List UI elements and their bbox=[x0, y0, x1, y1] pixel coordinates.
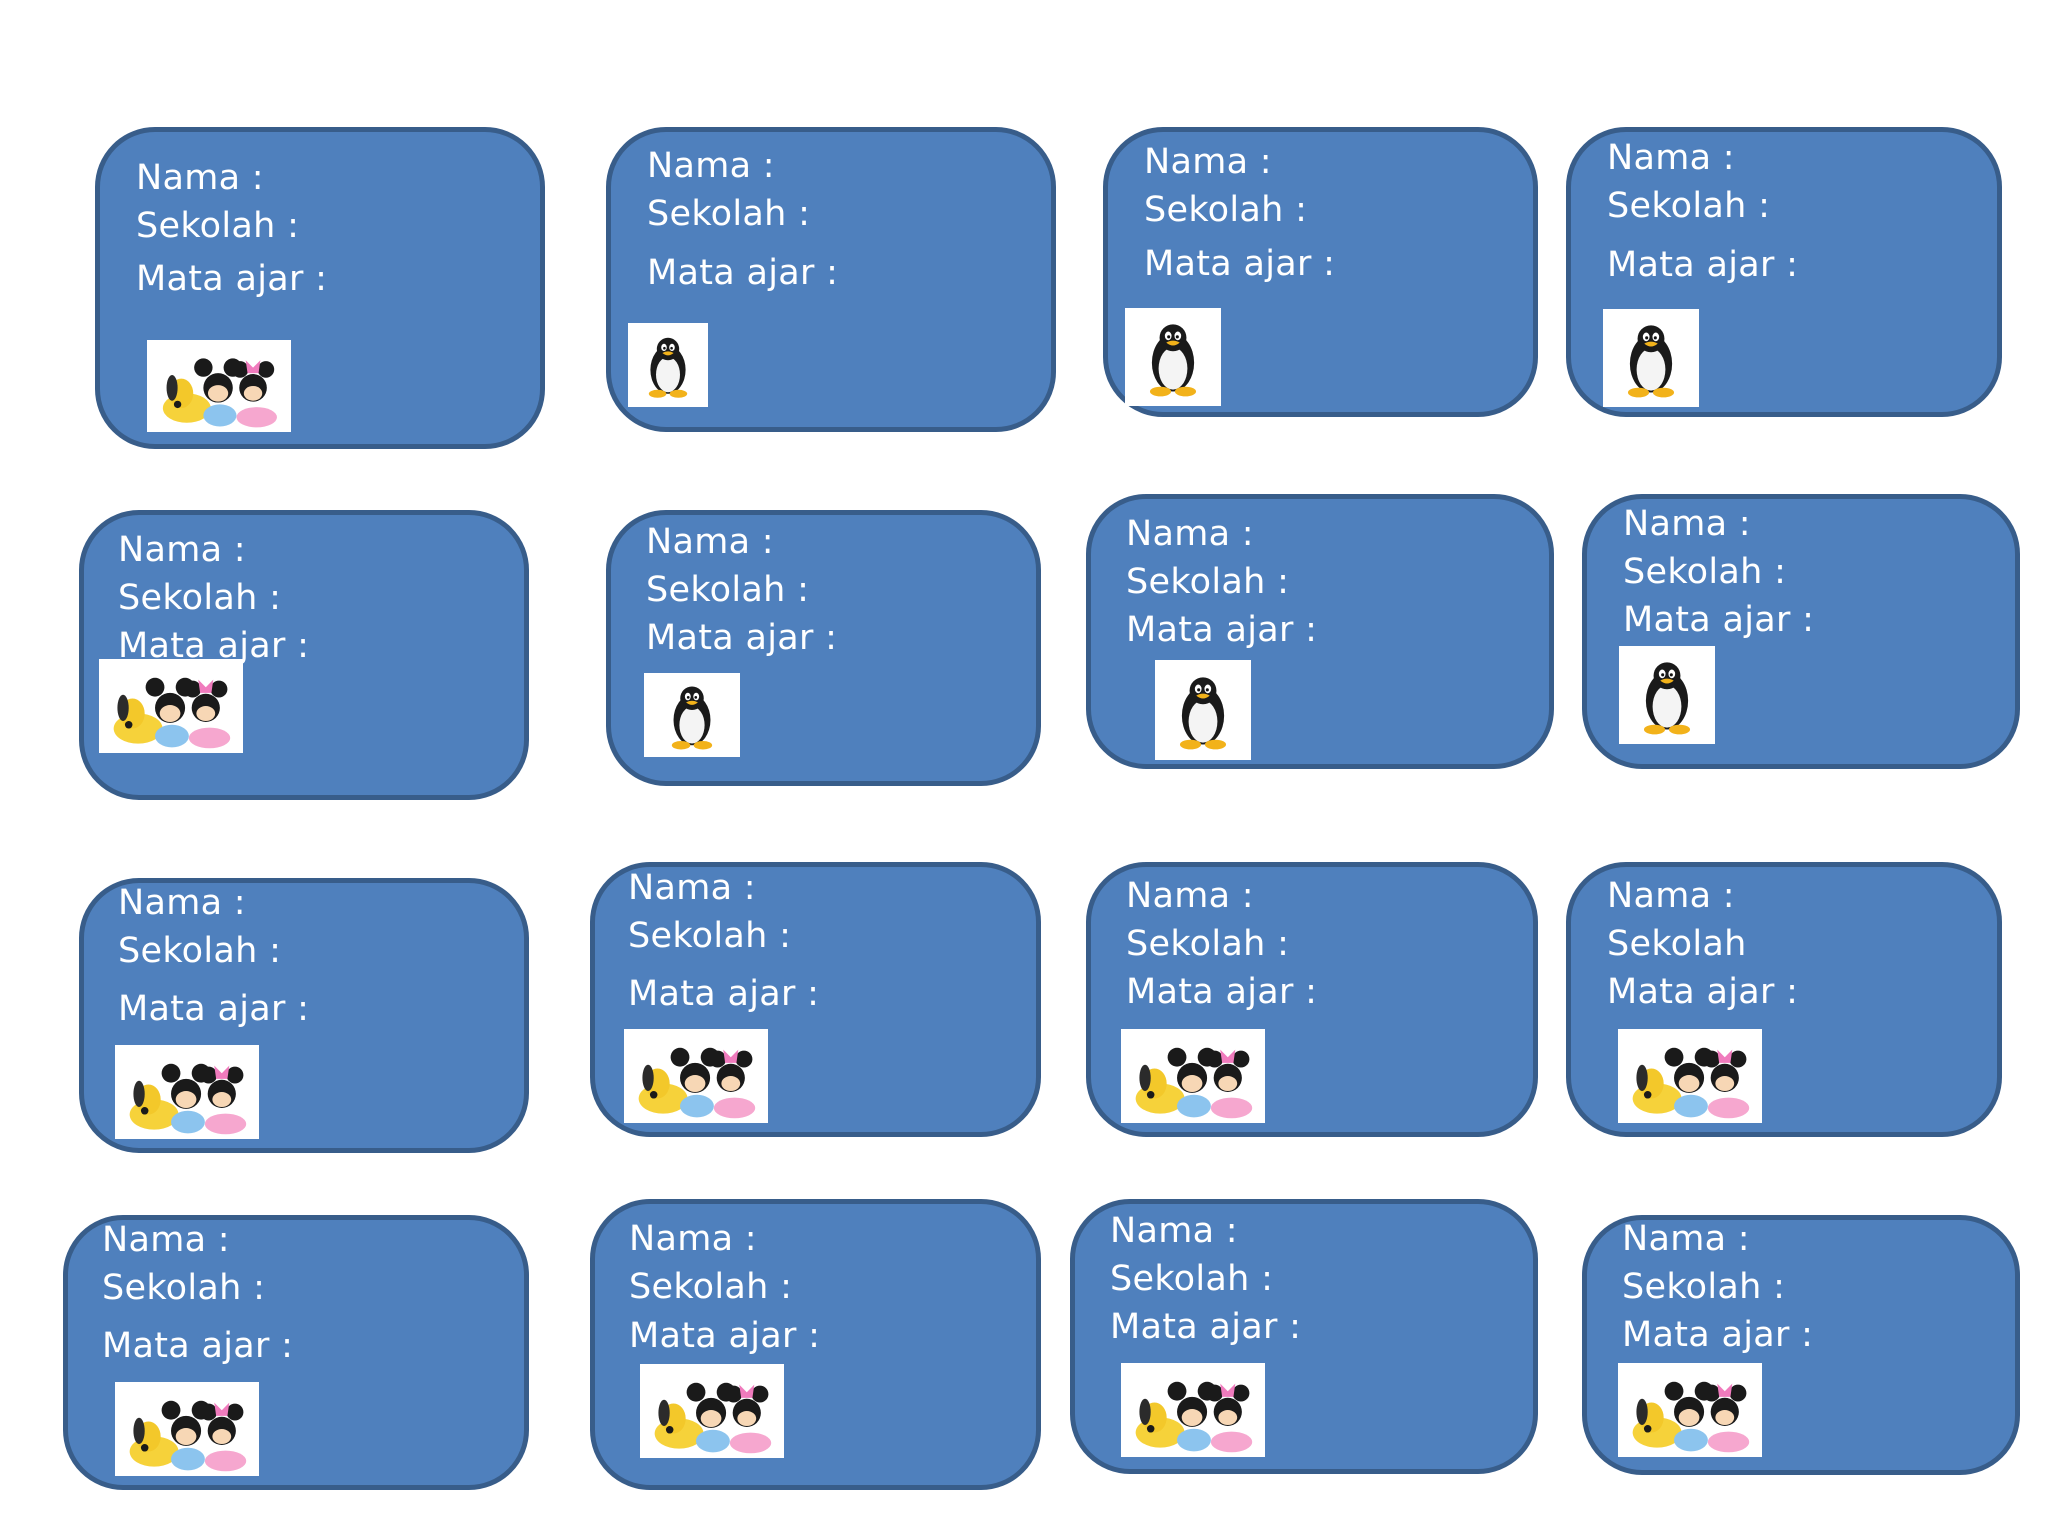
nama-label: Nama : bbox=[629, 1219, 757, 1259]
name-card: Nama : Sekolah : Mata ajar : bbox=[1070, 1199, 1538, 1474]
name-card: Nama : Sekolah : Mata ajar : bbox=[79, 878, 529, 1153]
name-card: Nama : Sekolah : Mata ajar : bbox=[590, 1199, 1041, 1490]
mata-ajar-label: Mata ajar : bbox=[1144, 244, 1336, 284]
cartoon-mice-picture bbox=[1121, 1363, 1265, 1457]
name-card: Nama : Sekolah Mata ajar : bbox=[1566, 862, 2002, 1137]
mata-ajar-label: Mata ajar : bbox=[647, 253, 839, 293]
cartoon-mice-picture bbox=[147, 340, 291, 432]
nama-label: Nama : bbox=[1607, 138, 1735, 178]
name-card: Nama : Sekolah : Mata ajar : bbox=[1086, 494, 1554, 769]
nama-label: Nama : bbox=[1126, 514, 1254, 554]
penguin-picture bbox=[1603, 309, 1699, 407]
nama-label: Nama : bbox=[136, 158, 264, 198]
mata-ajar-label: Mata ajar : bbox=[1607, 972, 1799, 1012]
penguin-picture bbox=[1619, 646, 1715, 744]
sekolah-label: Sekolah : bbox=[1607, 186, 1771, 226]
mata-ajar-label: Mata ajar : bbox=[1126, 610, 1318, 650]
cartoon-mice-picture bbox=[1618, 1029, 1762, 1123]
mata-ajar-label: Mata ajar : bbox=[1110, 1307, 1302, 1347]
sekolah-label: Sekolah : bbox=[646, 570, 810, 610]
sekolah-label: Sekolah : bbox=[1623, 552, 1787, 592]
nama-label: Nama : bbox=[646, 522, 774, 562]
nama-label: Nama : bbox=[102, 1220, 230, 1260]
mata-ajar-label: Mata ajar : bbox=[1623, 600, 1815, 640]
nama-label: Nama : bbox=[647, 146, 775, 186]
name-card: Nama : Sekolah : Mata ajar : bbox=[1566, 127, 2002, 417]
sekolah-label: Sekolah : bbox=[1110, 1259, 1274, 1299]
sekolah-label: Sekolah : bbox=[118, 578, 282, 618]
sekolah-label: Sekolah : bbox=[118, 931, 282, 971]
name-card: Nama : Sekolah : Mata ajar : bbox=[95, 127, 545, 449]
cartoon-mice-picture bbox=[1618, 1363, 1762, 1457]
nama-label: Nama : bbox=[118, 883, 246, 923]
nama-label: Nama : bbox=[1622, 1219, 1750, 1259]
name-card: Nama : Sekolah : Mata ajar : bbox=[1582, 1215, 2020, 1475]
penguin-picture bbox=[1155, 660, 1251, 760]
mata-ajar-label: Mata ajar : bbox=[628, 974, 820, 1014]
mata-ajar-label: Mata ajar : bbox=[118, 989, 310, 1029]
name-card: Nama : Sekolah : Mata ajar : bbox=[79, 510, 529, 800]
mata-ajar-label: Mata ajar : bbox=[1622, 1315, 1814, 1355]
nama-label: Nama : bbox=[118, 530, 246, 570]
name-card: Nama : Sekolah : Mata ajar : bbox=[606, 510, 1041, 786]
name-card: Nama : Sekolah : Mata ajar : bbox=[1103, 127, 1538, 417]
name-card: Nama : Sekolah : Mata ajar : bbox=[1086, 862, 1538, 1137]
sekolah-label: Sekolah bbox=[1607, 924, 1747, 964]
cartoon-mice-picture bbox=[1121, 1029, 1265, 1123]
mata-ajar-label: Mata ajar : bbox=[136, 259, 328, 299]
mata-ajar-label: Mata ajar : bbox=[629, 1316, 821, 1356]
nama-label: Nama : bbox=[628, 868, 756, 908]
name-card: Nama : Sekolah : Mata ajar : bbox=[606, 127, 1056, 432]
penguin-picture bbox=[628, 323, 708, 407]
nama-label: Nama : bbox=[1144, 142, 1272, 182]
penguin-picture bbox=[644, 673, 740, 757]
mata-ajar-label: Mata ajar : bbox=[1607, 245, 1799, 285]
cartoon-mice-picture bbox=[624, 1029, 768, 1123]
sekolah-label: Sekolah : bbox=[629, 1267, 793, 1307]
sekolah-label: Sekolah : bbox=[647, 194, 811, 234]
sekolah-label: Sekolah : bbox=[136, 206, 300, 246]
nama-label: Nama : bbox=[1126, 876, 1254, 916]
name-card: Nama : Sekolah : Mata ajar : bbox=[63, 1215, 529, 1490]
sekolah-label: Sekolah : bbox=[628, 916, 792, 956]
cartoon-mice-picture bbox=[115, 1382, 259, 1476]
sekolah-label: Sekolah : bbox=[102, 1268, 266, 1308]
nama-label: Nama : bbox=[1623, 504, 1751, 544]
cartoon-mice-picture bbox=[115, 1045, 259, 1139]
mata-ajar-label: Mata ajar : bbox=[102, 1326, 294, 1366]
penguin-picture bbox=[1125, 308, 1221, 406]
mata-ajar-label: Mata ajar : bbox=[1126, 972, 1318, 1012]
sekolah-label: Sekolah : bbox=[1144, 190, 1308, 230]
name-card: Nama : Sekolah : Mata ajar : bbox=[590, 862, 1041, 1137]
sekolah-label: Sekolah : bbox=[1126, 562, 1290, 602]
nama-label: Nama : bbox=[1110, 1211, 1238, 1251]
mata-ajar-label: Mata ajar : bbox=[646, 618, 838, 658]
cartoon-mice-picture bbox=[640, 1364, 784, 1458]
nama-label: Nama : bbox=[1607, 876, 1735, 916]
cartoon-mice-picture bbox=[99, 659, 243, 753]
sekolah-label: Sekolah : bbox=[1622, 1267, 1786, 1307]
sekolah-label: Sekolah : bbox=[1126, 924, 1290, 964]
name-card: Nama : Sekolah : Mata ajar : bbox=[1582, 494, 2020, 769]
